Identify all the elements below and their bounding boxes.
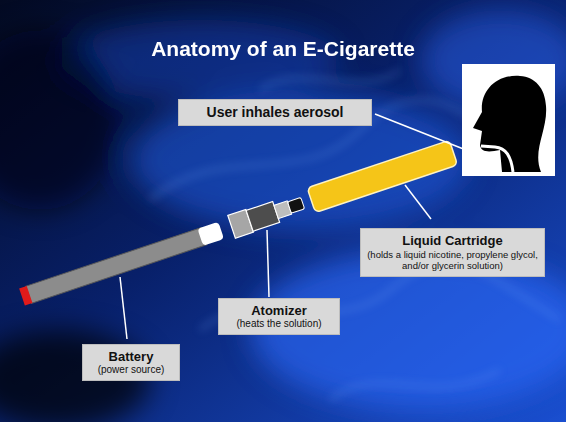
callout-heading: User inhales aerosol <box>184 104 366 121</box>
smoke-wisps <box>150 70 560 400</box>
callout-heading: Atomizer <box>224 303 334 319</box>
callout-heading: Liquid Cartridge <box>366 233 539 249</box>
battery-led-tip <box>19 286 32 306</box>
callout-box: User inhales aerosol <box>178 99 372 126</box>
battery-cap <box>197 222 224 246</box>
leader-line <box>120 277 127 339</box>
head-silhouette <box>473 76 546 172</box>
leader-lines <box>120 114 466 339</box>
leader-line <box>375 114 466 150</box>
atomizer-tip <box>288 197 305 213</box>
callout-box: Battery(power source) <box>82 344 180 382</box>
smoke-clouds <box>0 10 566 422</box>
diagram-title: Anatomy of an E-Cigarette <box>0 37 566 61</box>
callout-text: (power source) <box>88 364 174 376</box>
callout-text: (holds a liquid nicotine, propylene glyc… <box>366 249 539 272</box>
leader-line <box>267 230 269 297</box>
callout-heading: Battery <box>88 349 174 365</box>
callout-box: Liquid Cartridge(holds a liquid nicotine… <box>360 228 545 276</box>
e-cigarette <box>18 140 458 309</box>
callout-box: Atomizer(heats the solution) <box>218 298 340 336</box>
liquid-cartridge <box>307 140 457 212</box>
airway-line <box>481 146 513 172</box>
battery-body <box>26 228 207 304</box>
callout-text: (heats the solution) <box>224 318 334 330</box>
leader-line <box>405 185 431 219</box>
head-icon-frame <box>462 64 555 176</box>
